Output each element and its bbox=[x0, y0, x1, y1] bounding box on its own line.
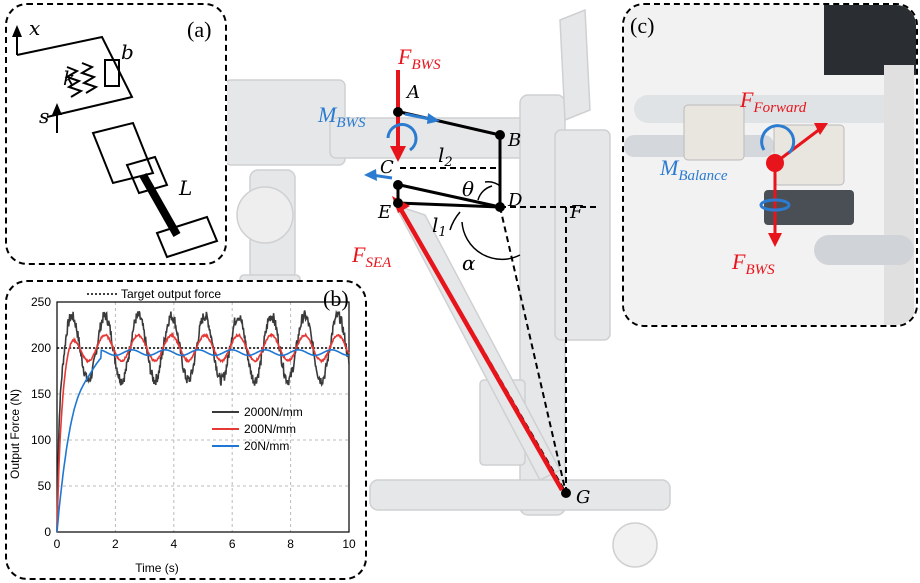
y-axis-label: Output Force (N) bbox=[8, 389, 22, 479]
x-label: x bbox=[29, 16, 40, 40]
point-g-label: G bbox=[576, 487, 590, 508]
y-tick-label: 150 bbox=[31, 387, 51, 401]
panel-c-label: (c) bbox=[630, 13, 654, 38]
y-tick-label: 0 bbox=[44, 525, 51, 539]
series-line bbox=[56, 331, 350, 533]
y-tick-label: 100 bbox=[31, 433, 51, 447]
linkage-points bbox=[393, 107, 571, 498]
sea-schematic: (a) x s k b L bbox=[12, 16, 219, 259]
point-d-label: D bbox=[507, 190, 523, 211]
y-tick-label: 50 bbox=[38, 479, 52, 493]
x-tick-label: 10 bbox=[342, 537, 356, 551]
b-label: b bbox=[121, 40, 134, 64]
chart-legend: 2000N/mm 200N/mm 20N/mm bbox=[212, 405, 303, 453]
panel-b-label: (b) bbox=[323, 286, 349, 311]
y-tick-label: 250 bbox=[31, 295, 51, 309]
f-sea-label: FSEA bbox=[351, 242, 392, 271]
m-bws-label: MBWS bbox=[317, 102, 366, 131]
f-bws-c-label: FBWS bbox=[731, 249, 775, 278]
series-line bbox=[56, 309, 350, 533]
point-b-label: B bbox=[507, 130, 521, 151]
x-tick-label: 8 bbox=[287, 537, 294, 551]
balance-mechanism-photo: (c) FForward MBalance FBWS bbox=[624, 5, 916, 325]
alpha-label: α bbox=[462, 251, 476, 275]
k-label: k bbox=[63, 66, 75, 90]
point-e-label: E bbox=[377, 202, 391, 223]
x-tick-label: 0 bbox=[54, 537, 61, 551]
legend-entry: 2000N/mm bbox=[244, 405, 303, 419]
y-tick-label: 200 bbox=[31, 341, 51, 355]
plot-frame bbox=[56, 301, 350, 533]
series-line bbox=[56, 349, 350, 533]
legend-target-label: Target output force bbox=[121, 287, 221, 301]
legend-entry: 20N/mm bbox=[244, 439, 289, 453]
m-balance-label: MBalance bbox=[659, 155, 728, 184]
x-tick-label: 2 bbox=[112, 537, 119, 551]
x-tick-label: 6 bbox=[229, 537, 236, 551]
point-a-label: A bbox=[405, 82, 420, 103]
panel-a: (a) x s k b L bbox=[5, 3, 227, 265]
f-forward-label: FForward bbox=[739, 87, 807, 116]
l2-label: l2 bbox=[438, 143, 453, 170]
x-axis-label: Time (s) bbox=[135, 561, 179, 575]
panel-c: (c) FForward MBalance FBWS bbox=[622, 3, 918, 327]
l1-label: l1 bbox=[432, 213, 447, 240]
chart-lines bbox=[56, 309, 350, 533]
l-label: L bbox=[178, 176, 192, 200]
s-label: s bbox=[39, 104, 49, 128]
theta-label: θ bbox=[462, 177, 474, 201]
f-bws-label: FBWS bbox=[397, 44, 441, 73]
panel-a-label: (a) bbox=[187, 17, 211, 42]
point-c-label: C bbox=[380, 157, 394, 178]
legend-entry: 200N/mm bbox=[244, 422, 296, 436]
point-f-label: F bbox=[569, 202, 584, 223]
x-tick-label: 4 bbox=[170, 537, 177, 551]
